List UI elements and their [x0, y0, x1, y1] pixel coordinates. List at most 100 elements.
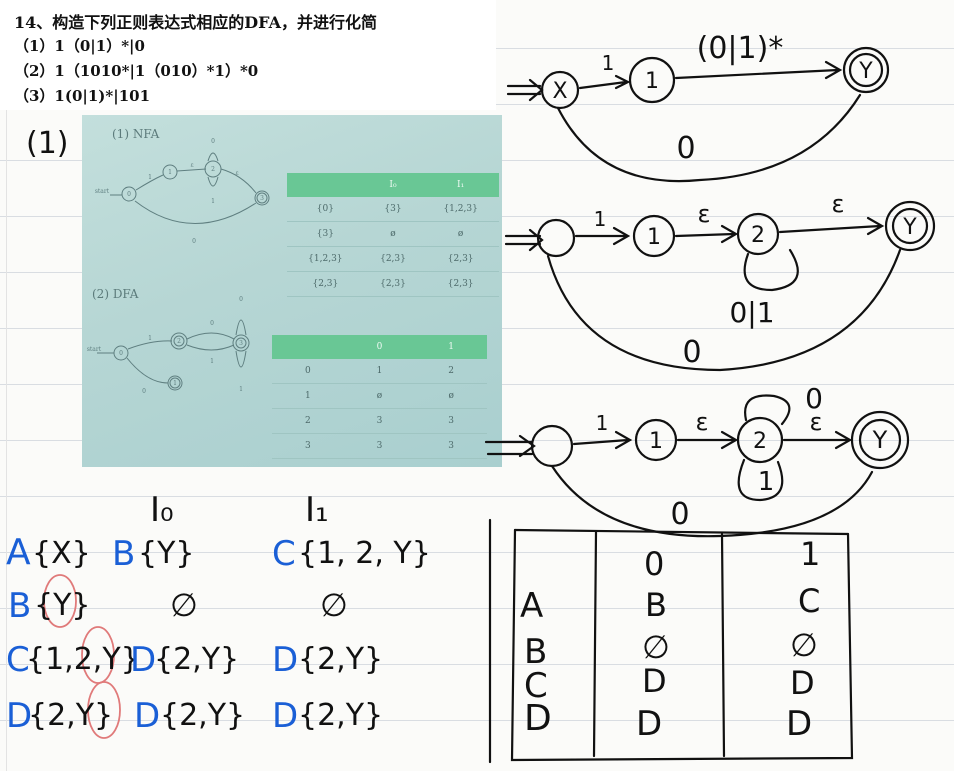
state-letter: D: [272, 640, 299, 680]
margin-line: [6, 0, 7, 771]
question-header: 14、构造下列正则表达式相应的DFA，并进行化简 （1）1（0|1）*|0 （2…: [0, 0, 496, 110]
dfa-start-label: start: [87, 346, 102, 353]
state-letter: B: [8, 586, 32, 626]
dfa-transition-table: 0 1 0 1 2 1 ø ø 2 3 3 3 3 3: [272, 335, 487, 459]
dfa-cell: D: [636, 704, 663, 744]
nfa-state-3: 3: [260, 195, 264, 202]
dfa-edge-label: 0: [239, 296, 243, 303]
state-letter: B: [112, 534, 136, 574]
state-label: 2: [751, 223, 765, 248]
state-letter: D: [6, 696, 33, 736]
table-row: {1,2,3} {2,3} {2,3}: [287, 246, 499, 272]
state-letter: C: [6, 640, 30, 680]
edge-label: 1: [596, 411, 609, 435]
dfa-state-0: 0: [119, 350, 123, 357]
edge-label: 1: [758, 467, 775, 497]
state-label: 1: [649, 429, 663, 454]
state-letter: D: [130, 640, 157, 680]
subset-cell: {1,2,Y}: [26, 642, 140, 677]
dfa-cell: ∅: [790, 626, 818, 664]
state-label: 1: [645, 69, 659, 94]
subset-cell: ∅: [320, 586, 348, 624]
table-row: {0} {3} {1,2,3}: [287, 197, 499, 222]
dfa-state-3: 3: [239, 340, 243, 347]
edge-label: ε: [832, 190, 845, 218]
state-label: Y: [902, 215, 917, 240]
question-item-1: （1）1（0|1）*|0: [14, 37, 145, 55]
nfa-edge-label: 1: [148, 174, 152, 181]
dfa-cell: B: [645, 586, 667, 624]
dfa-state-2: 2: [177, 338, 181, 345]
subset-cell: {2,Y}: [298, 642, 384, 677]
col-header-i1: I₁: [305, 490, 329, 530]
nfa-state-0: 0: [127, 191, 131, 198]
subset-cell: {X}: [32, 536, 91, 571]
state-letter: D: [272, 696, 299, 736]
edge-label: 1: [602, 51, 615, 75]
question-title: 14、构造下列正则表达式相应的DFA，并进行化简: [14, 13, 377, 32]
edge-label: ε: [696, 408, 709, 436]
dfa-state: B: [524, 632, 548, 672]
nfa-edge-label: 0: [211, 138, 215, 145]
dfa-edge-label: 0: [142, 388, 146, 395]
dfa-cell: D: [642, 662, 667, 700]
dfa-cell: C: [798, 582, 821, 620]
slide-diagrams: 0 1 2 3 start 1 ε ε 0 1 0 0 2 3 1 start …: [87, 138, 270, 395]
nfa-state-2: 2: [211, 166, 215, 173]
dfa-edge-label: 1: [148, 335, 152, 342]
table-row: 3 3 3: [272, 433, 487, 459]
nfa-edge-label: ε: [235, 170, 238, 177]
nfa-edge-label: ε: [190, 162, 193, 169]
table-row: 1 ø ø: [272, 383, 487, 409]
edge-label: 1: [594, 207, 607, 231]
table-row: 0 1 2: [272, 359, 487, 384]
state-label: X: [552, 79, 567, 104]
state-label: Y: [872, 426, 888, 454]
edge-label: ε: [810, 408, 823, 436]
edge-label: 0: [805, 382, 823, 415]
nfa-edge-label: 0: [192, 238, 196, 245]
dfa-cell: D: [786, 704, 813, 744]
dfa-edge-label: 0: [210, 320, 214, 327]
table-row: 2 3 3: [272, 408, 487, 434]
dfa-cell: D: [790, 664, 815, 702]
state-label: 2: [753, 429, 767, 454]
question-item-2: （2）1（1010*|1（010）*1）*0: [14, 62, 259, 80]
edge-label: (0|1)*: [697, 31, 784, 66]
subset-cell: {2,Y}: [154, 642, 240, 677]
dfa-state: D: [524, 698, 552, 739]
state-label: Y: [858, 59, 873, 84]
subset-cell: {Y}: [138, 536, 195, 571]
nfa-edge-label: 1: [211, 198, 215, 205]
part-label: (1): [26, 126, 69, 161]
subset-cell: {2,Y}: [28, 698, 114, 733]
edge-label: 0: [676, 131, 695, 166]
dfa-edge-label: 1: [210, 358, 214, 365]
nfa-state-1: 1: [168, 169, 172, 176]
subset-cell: ∅: [170, 586, 198, 624]
dfa-title: (2) DFA: [92, 287, 139, 301]
table-row: {3} ø ø: [287, 221, 499, 247]
nfa-subset-table: I₀ I₁ {0} {3} {1,2,3} {3} ø ø {1,2,3} {2…: [287, 173, 499, 297]
col-header-i0: I₀: [150, 490, 174, 530]
dfa-state-1: 1: [173, 380, 177, 387]
subset-cell: {2,Y}: [160, 698, 246, 733]
dfa-state: C: [524, 666, 548, 706]
table-row: {2,3} {2,3} {2,3}: [287, 271, 499, 297]
state-letter: C: [272, 534, 296, 574]
nfa-title: (1) NFA: [112, 127, 160, 141]
dfa-col-header: 1: [800, 535, 821, 573]
nfa-start-label: start: [95, 188, 110, 195]
edge-label: 0: [682, 335, 701, 370]
state-letter: A: [6, 532, 31, 573]
subset-cell: {1, 2, Y}: [298, 536, 431, 571]
dfa-cell: ∅: [642, 628, 670, 666]
slide-photo: (1) NFA (2) DFA: [82, 115, 502, 467]
subset-cell: {2,Y}: [298, 698, 384, 733]
edge-label: 0: [670, 497, 689, 532]
question-item-3: （3）1(0|1)*|101: [14, 87, 151, 105]
edge-label: 0|1: [729, 296, 774, 329]
dfa-col-header: 0: [644, 545, 665, 583]
dfa-state: A: [520, 586, 544, 626]
